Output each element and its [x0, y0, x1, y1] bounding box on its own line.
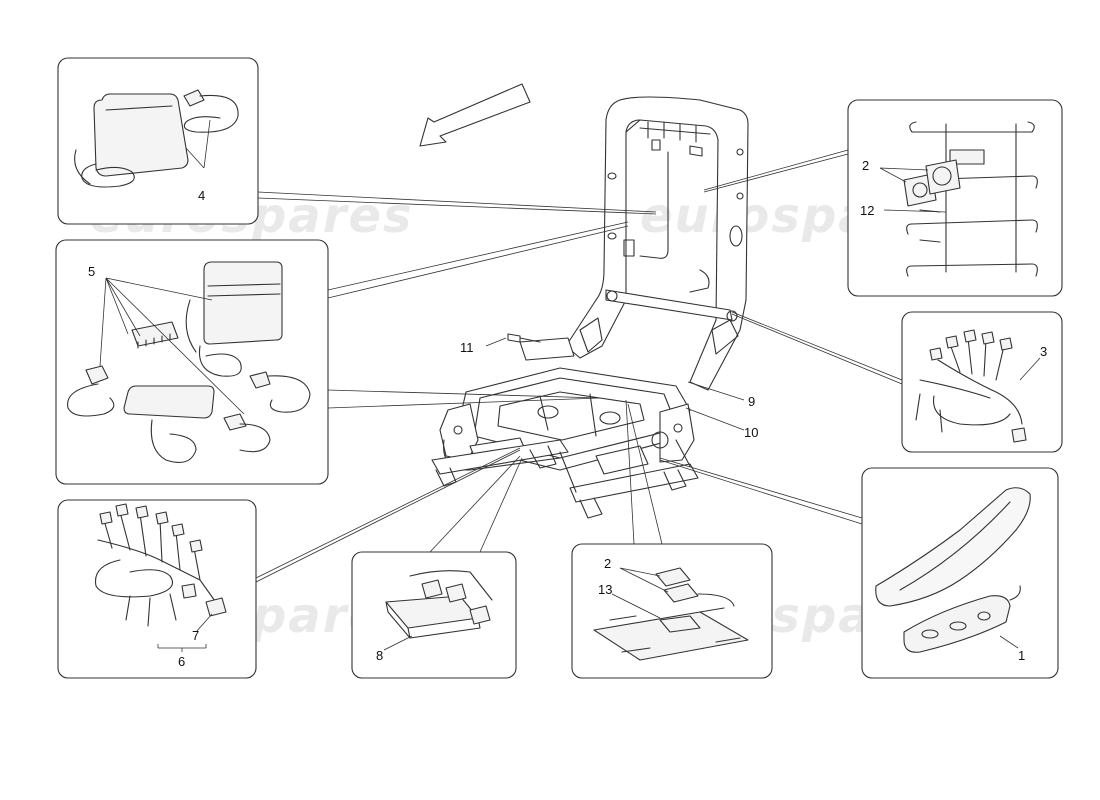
wiring-connector-block [131, 321, 179, 349]
detail-box-3: 3 [901, 311, 1063, 453]
seat-switch-panel [903, 585, 1021, 653]
leader-lines [255, 149, 903, 583]
detail-box-4: 4 [57, 57, 259, 225]
main-wiring-harness [94, 503, 227, 627]
callout-4: 4 [198, 188, 205, 203]
seat-rails [431, 439, 699, 519]
seat-base-frame [439, 367, 695, 475]
detail-box-6-7: 7 6 [57, 499, 257, 679]
detail-box-5: 5 [55, 239, 329, 485]
callout-2-lower: 2 [604, 556, 611, 571]
lower-heater-pad [123, 385, 215, 463]
callout-8: 8 [376, 648, 383, 663]
backrest-suspension-mat [906, 121, 1038, 277]
seat-heater-pad [74, 93, 189, 188]
detail-box-8: 8 [351, 551, 517, 679]
heater-connector-cable [183, 89, 239, 133]
control-module [385, 570, 493, 639]
callout-10: 10 [744, 425, 758, 440]
callout-12: 12 [860, 203, 874, 218]
heater-pad-set [185, 261, 283, 377]
callout-9: 9 [748, 394, 755, 409]
backrest-wiring-harness [915, 329, 1027, 443]
callout-11: 11 [460, 340, 474, 355]
backrest-ventilation-fan [903, 159, 961, 207]
callout-7: 7 [192, 628, 199, 643]
callout-13: 13 [598, 582, 612, 597]
direction-arrow-icon [419, 83, 531, 147]
detail-box-2-13: 2 13 [571, 543, 773, 679]
cable-loops [67, 365, 311, 453]
seat-side-trim [875, 487, 1031, 607]
callout-1: 1 [1018, 648, 1025, 663]
backrest-frame [565, 96, 749, 391]
callout-5: 5 [88, 264, 95, 279]
detail-box-2-12: 2 12 [847, 99, 1063, 297]
ventilation-fans [655, 567, 735, 607]
callout-2-upper: 2 [862, 158, 869, 173]
seat-assembly [431, 96, 749, 519]
seat-vent-plate [593, 607, 749, 661]
callout-3: 3 [1040, 344, 1047, 359]
detail-box-1: 1 [861, 467, 1059, 679]
callout-6: 6 [178, 654, 185, 669]
